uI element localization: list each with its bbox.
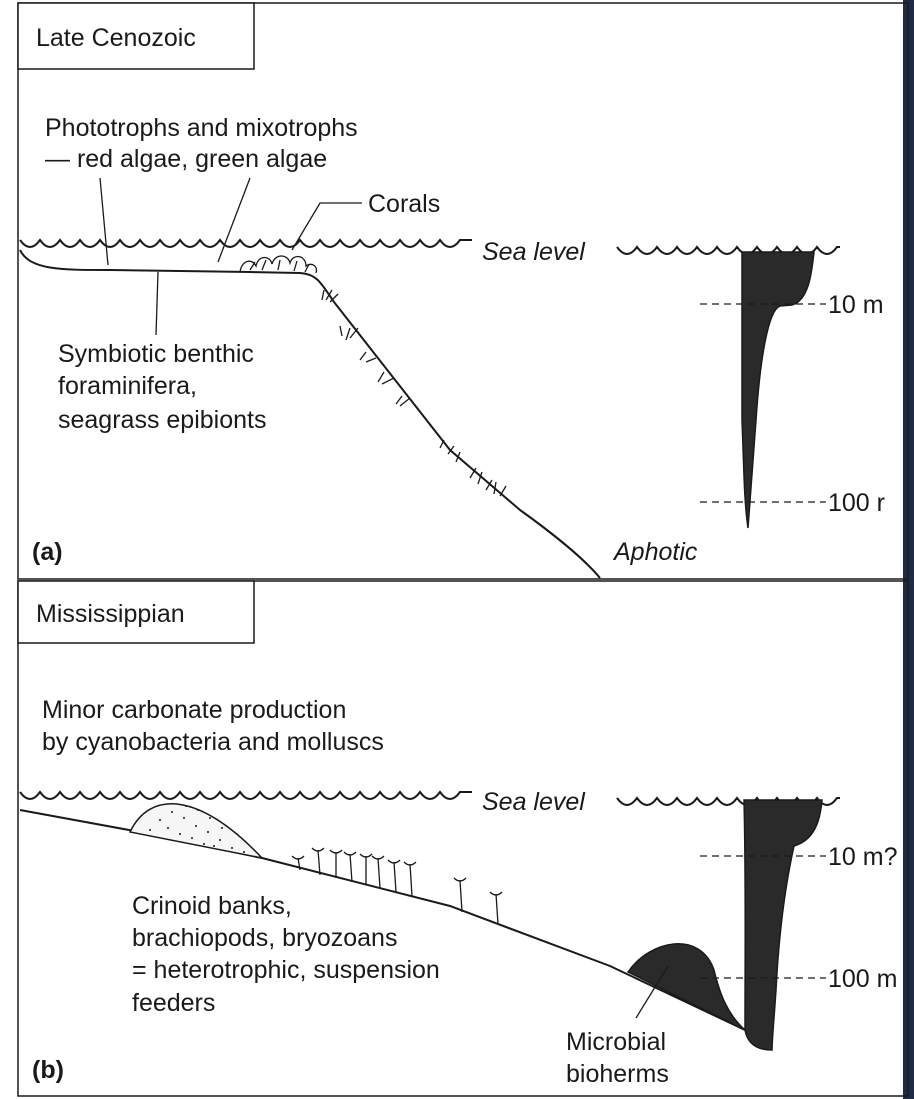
ramp-profile-b xyxy=(20,810,745,1030)
light-profile-a xyxy=(742,252,814,528)
sea-level-waves-a-left xyxy=(20,240,472,247)
corals-label: Corals xyxy=(368,190,440,218)
microbial-label-line1: Microbial xyxy=(566,1028,666,1056)
coral-texture-a xyxy=(250,260,309,272)
depth-label-10m-a: 10 m xyxy=(828,291,884,319)
light-profile-b xyxy=(744,800,822,1050)
phototrophs-label-line2: — red algae, green algae xyxy=(45,145,327,173)
aphotic-label: Aphotic xyxy=(612,538,698,566)
sea-level-label-a: Sea level xyxy=(482,238,586,266)
sea-level-waves-b-left xyxy=(20,792,472,799)
crinoid-field xyxy=(292,848,502,924)
crinoid-label-line1: Crinoid banks, xyxy=(132,892,292,920)
crinoid-label-line2: brachiopods, bryozoans xyxy=(132,924,397,952)
coral-reef-a xyxy=(240,256,316,273)
minor-production-line2: by cyanobacteria and molluscs xyxy=(42,728,384,756)
microbial-label-line2: bioherms xyxy=(566,1060,669,1088)
panel-b-letter: (b) xyxy=(32,1056,64,1084)
panel-b-era-label: Mississippian xyxy=(36,600,185,628)
depth-label-100m-a: 100 r xyxy=(828,489,885,517)
panel-a: Late Cenozoic Phototrophs and mixotrophs… xyxy=(18,3,908,579)
sea-level-label-b: Sea level xyxy=(482,788,586,816)
phototrophs-label-line1: Phototrophs and mixotrophs xyxy=(45,114,358,142)
depth-label-100m-b: 100 m xyxy=(828,965,897,993)
crinoid-label-line4: feeders xyxy=(132,989,215,1017)
crinoid-label-line3: = heterotrophic, suspension xyxy=(132,956,440,984)
panel-b: Mississippian Minor carbonate production… xyxy=(18,581,908,1096)
benthic-label-line1: Symbiotic benthic xyxy=(58,340,254,368)
depth-label-10m-b: 10 m? xyxy=(828,843,897,871)
microbial-bioherm xyxy=(628,944,745,1030)
benthic-label-line2: foraminifera, xyxy=(58,372,197,400)
panel-a-letter: (a) xyxy=(32,538,63,566)
benthic-label-line3: seagrass epibionts xyxy=(58,406,266,434)
minor-production-line1: Minor carbonate production xyxy=(42,696,346,724)
panel-a-era-label: Late Cenozoic xyxy=(36,24,196,52)
benthic-leader xyxy=(156,272,158,335)
phototrophs-leader-1 xyxy=(100,178,108,265)
phototrophs-leader-2 xyxy=(218,178,250,262)
